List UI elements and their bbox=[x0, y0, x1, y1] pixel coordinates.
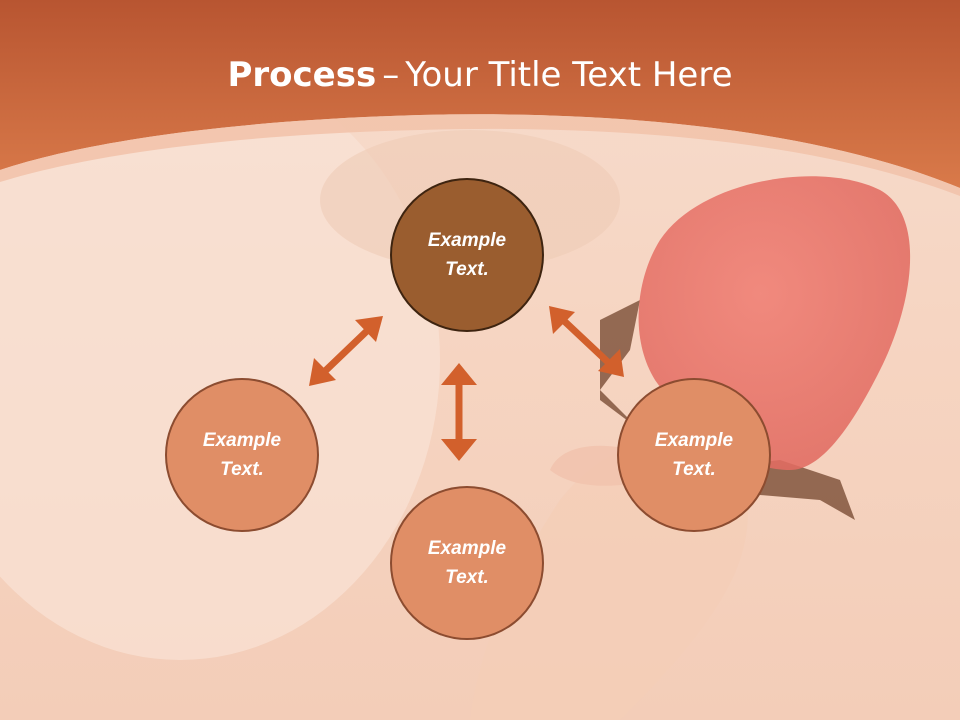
node-left-label: Example Text. bbox=[202, 430, 282, 480]
header-swoosh bbox=[0, 114, 960, 196]
process-node-right[interactable]: Example Text. bbox=[617, 378, 771, 532]
title-text: Your Title Text Here bbox=[405, 55, 733, 95]
process-node-left[interactable]: Example Text. bbox=[165, 378, 319, 532]
node-top-label: Example Text. bbox=[427, 230, 507, 280]
process-node-top[interactable]: Example Text. bbox=[390, 178, 544, 332]
node-right-label: Example Text. bbox=[654, 430, 734, 480]
arrow-top-to-right bbox=[549, 306, 624, 377]
node-bottom-label: Example Text. bbox=[427, 538, 507, 588]
title-emphasis: Process bbox=[227, 55, 377, 95]
title-separator: – bbox=[382, 55, 400, 95]
arrow-center-to-bottom bbox=[441, 363, 477, 461]
process-node-bottom[interactable]: Example Text. bbox=[390, 486, 544, 640]
slide-title: Process–Your Title Text Here bbox=[0, 54, 960, 96]
header-band bbox=[0, 0, 960, 188]
arrow-left-to-top bbox=[309, 316, 383, 386]
